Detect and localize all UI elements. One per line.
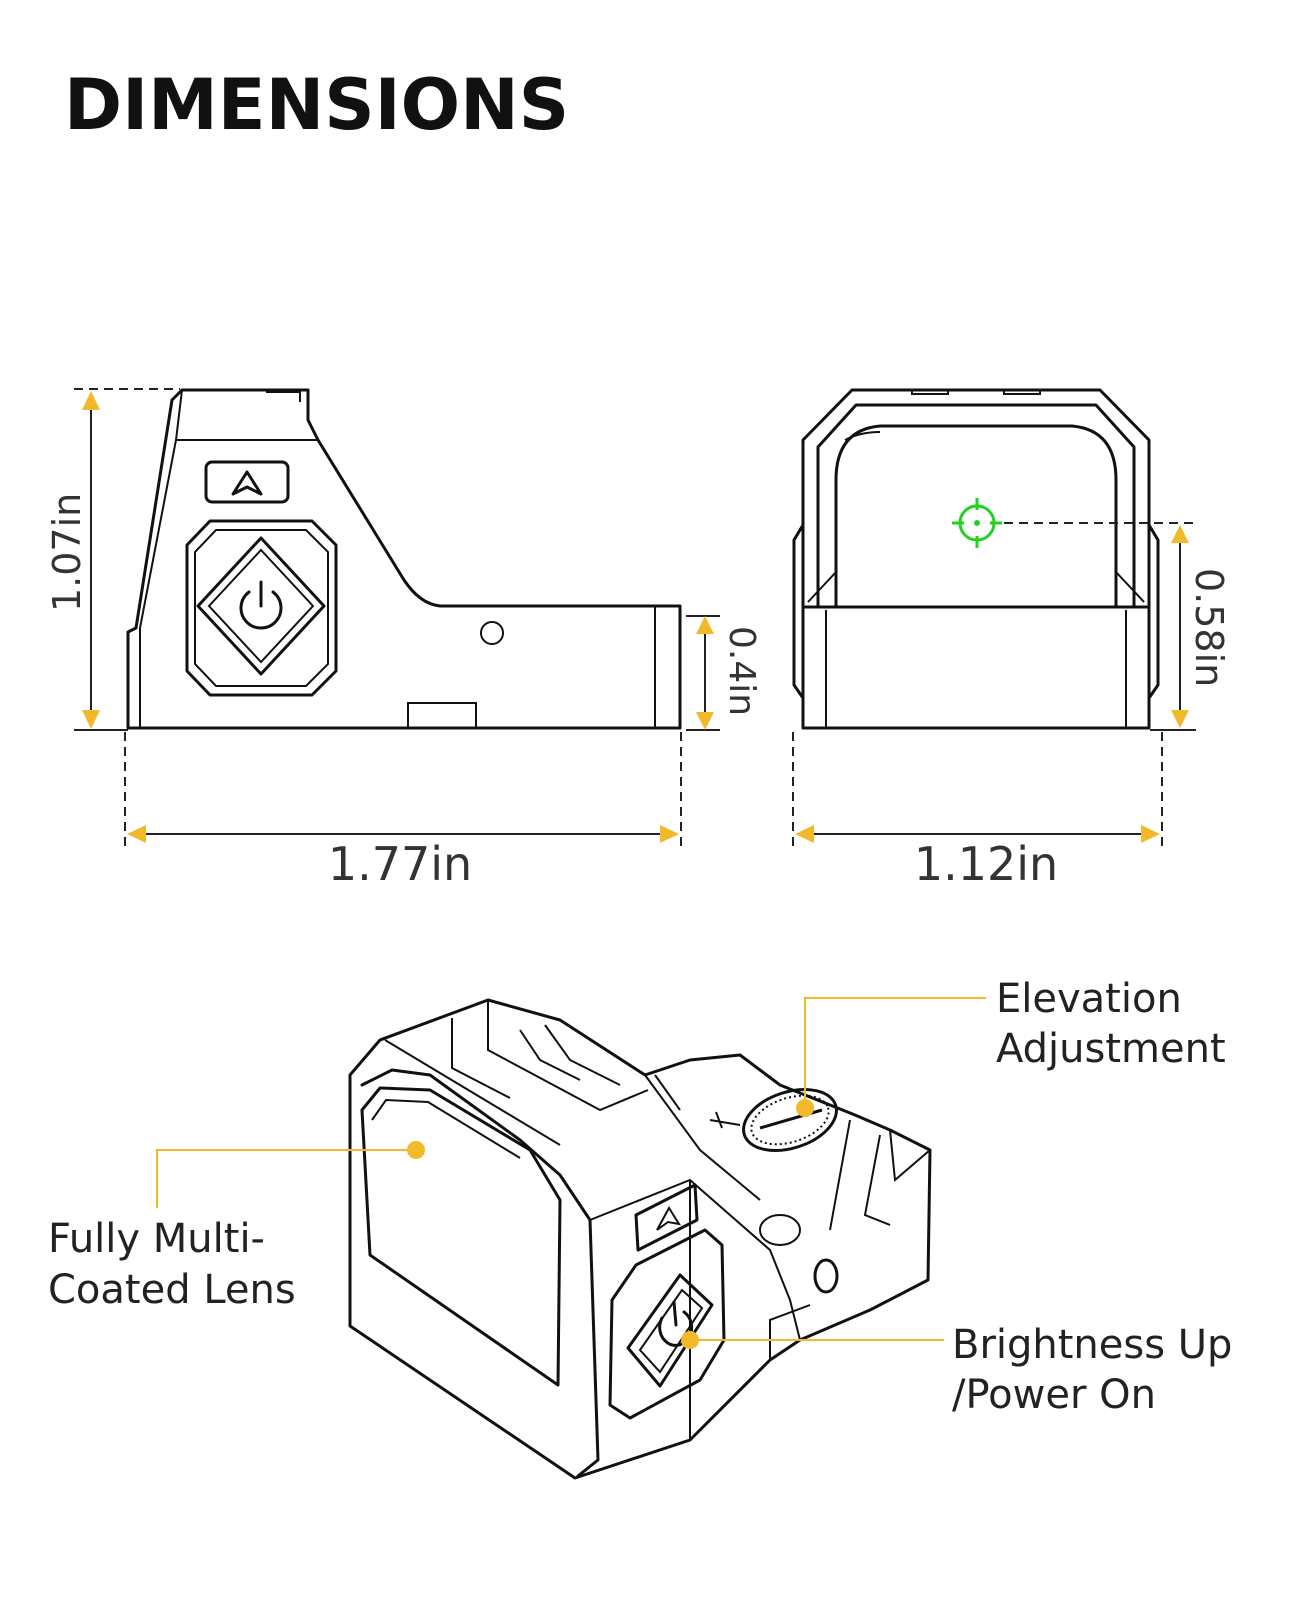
up-arrow-icon <box>231 470 263 496</box>
power-icon <box>239 580 283 630</box>
width-label: 1.12in <box>914 837 1058 891</box>
lens-label-line2: Coated Lens <box>48 1267 296 1313</box>
side-arrow-button <box>204 460 290 504</box>
side-dimensions: 1.07in 0.4in 1.77in <box>45 388 762 891</box>
base-height-arrow-bottom <box>696 712 714 730</box>
front-base-sides <box>825 610 1127 728</box>
height-arrow-bottom <box>82 710 100 729</box>
iso-elevation-dial-slot <box>759 1108 823 1130</box>
front-top-bump-right <box>1003 390 1041 395</box>
callouts: Elevation Adjustment Fully Multi- Coated… <box>48 976 1232 1418</box>
iso-mount-hole <box>813 1258 839 1294</box>
front-window-glass-inner <box>844 431 881 441</box>
lens-leader <box>156 1149 416 1208</box>
side-front-edge <box>139 389 183 728</box>
iso-elevation-dial <box>742 1088 838 1152</box>
length-label: 1.77in <box>328 837 472 891</box>
side-power-button-outer <box>185 519 338 697</box>
window-height-arrow-bottom <box>1171 710 1189 728</box>
base-height-arrow-top <box>696 616 714 634</box>
front-right-knob <box>1147 523 1160 700</box>
iso-elevation-dial-ticks <box>750 1094 830 1146</box>
base-height-label: 0.4in <box>721 626 762 716</box>
iso-power-diamond <box>626 1273 714 1388</box>
iso-lens <box>360 1086 562 1387</box>
elevation-leader <box>804 997 986 1108</box>
lens-dot <box>407 1141 425 1159</box>
side-power-button-inner <box>194 529 329 687</box>
iso-hood-details <box>519 1024 621 1086</box>
page-title: DIMENSIONS <box>64 64 570 146</box>
iso-bottom-step <box>769 1304 811 1360</box>
brightness-dot <box>681 1331 699 1349</box>
elevation-label-line2: Adjustment <box>996 1026 1226 1072</box>
iso-power-icon <box>658 1300 694 1347</box>
front-window-glass <box>834 424 1118 609</box>
iso-hood-ridges <box>384 1000 649 1146</box>
iso-power-button-outer <box>608 1228 726 1420</box>
brightness-label-line1: Brightness Up <box>952 1322 1232 1368</box>
reticle-icon <box>952 498 1002 548</box>
iso-rear-details <box>829 1119 931 1231</box>
window-height-label: 0.58in <box>1187 568 1231 687</box>
side-view <box>126 388 682 730</box>
elevation-label-line1: Elevation <box>996 976 1182 1022</box>
side-bottom-tab <box>407 702 477 729</box>
brightness-label-line2: /Power On <box>952 1372 1156 1418</box>
iso-up-arrow-icon <box>656 1206 682 1231</box>
window-height-arrow-top <box>1171 525 1189 543</box>
iso-window-edge <box>644 1074 761 1201</box>
width-arrow-left <box>795 825 814 843</box>
front-left-knob <box>792 523 805 700</box>
side-screw-hole <box>480 621 504 645</box>
front-dimensions: 0.58in 1.12in <box>792 522 1231 891</box>
front-top-bump-left <box>911 390 949 395</box>
length-arrow-left <box>127 825 146 843</box>
width-arrow-right <box>1141 825 1160 843</box>
front-window-frame <box>816 403 1136 609</box>
front-view-body <box>801 388 1151 730</box>
isometric-view <box>348 998 932 1480</box>
side-power-diamond-inner <box>207 548 315 664</box>
side-power-diamond <box>196 536 326 676</box>
height-label: 1.07in <box>45 493 89 612</box>
side-top-notch <box>266 391 301 402</box>
height-arrow-top <box>82 391 100 410</box>
front-base-chamfer <box>807 571 1145 603</box>
iso-windage-screw <box>759 1214 801 1246</box>
elevation-dot <box>796 1099 814 1117</box>
front-view <box>792 388 1160 730</box>
iso-lens-highlight <box>371 1098 521 1159</box>
iso-elevation-marker <box>709 1111 741 1129</box>
lens-label-line1: Fully Multi- <box>48 1216 265 1262</box>
side-view-body <box>126 388 682 730</box>
iso-power-diamond-inner <box>638 1288 704 1374</box>
iso-arrow-button <box>634 1183 699 1252</box>
length-arrow-right <box>660 825 679 843</box>
iso-front-frame <box>360 1068 600 1478</box>
iso-side-edge <box>589 1178 801 1341</box>
